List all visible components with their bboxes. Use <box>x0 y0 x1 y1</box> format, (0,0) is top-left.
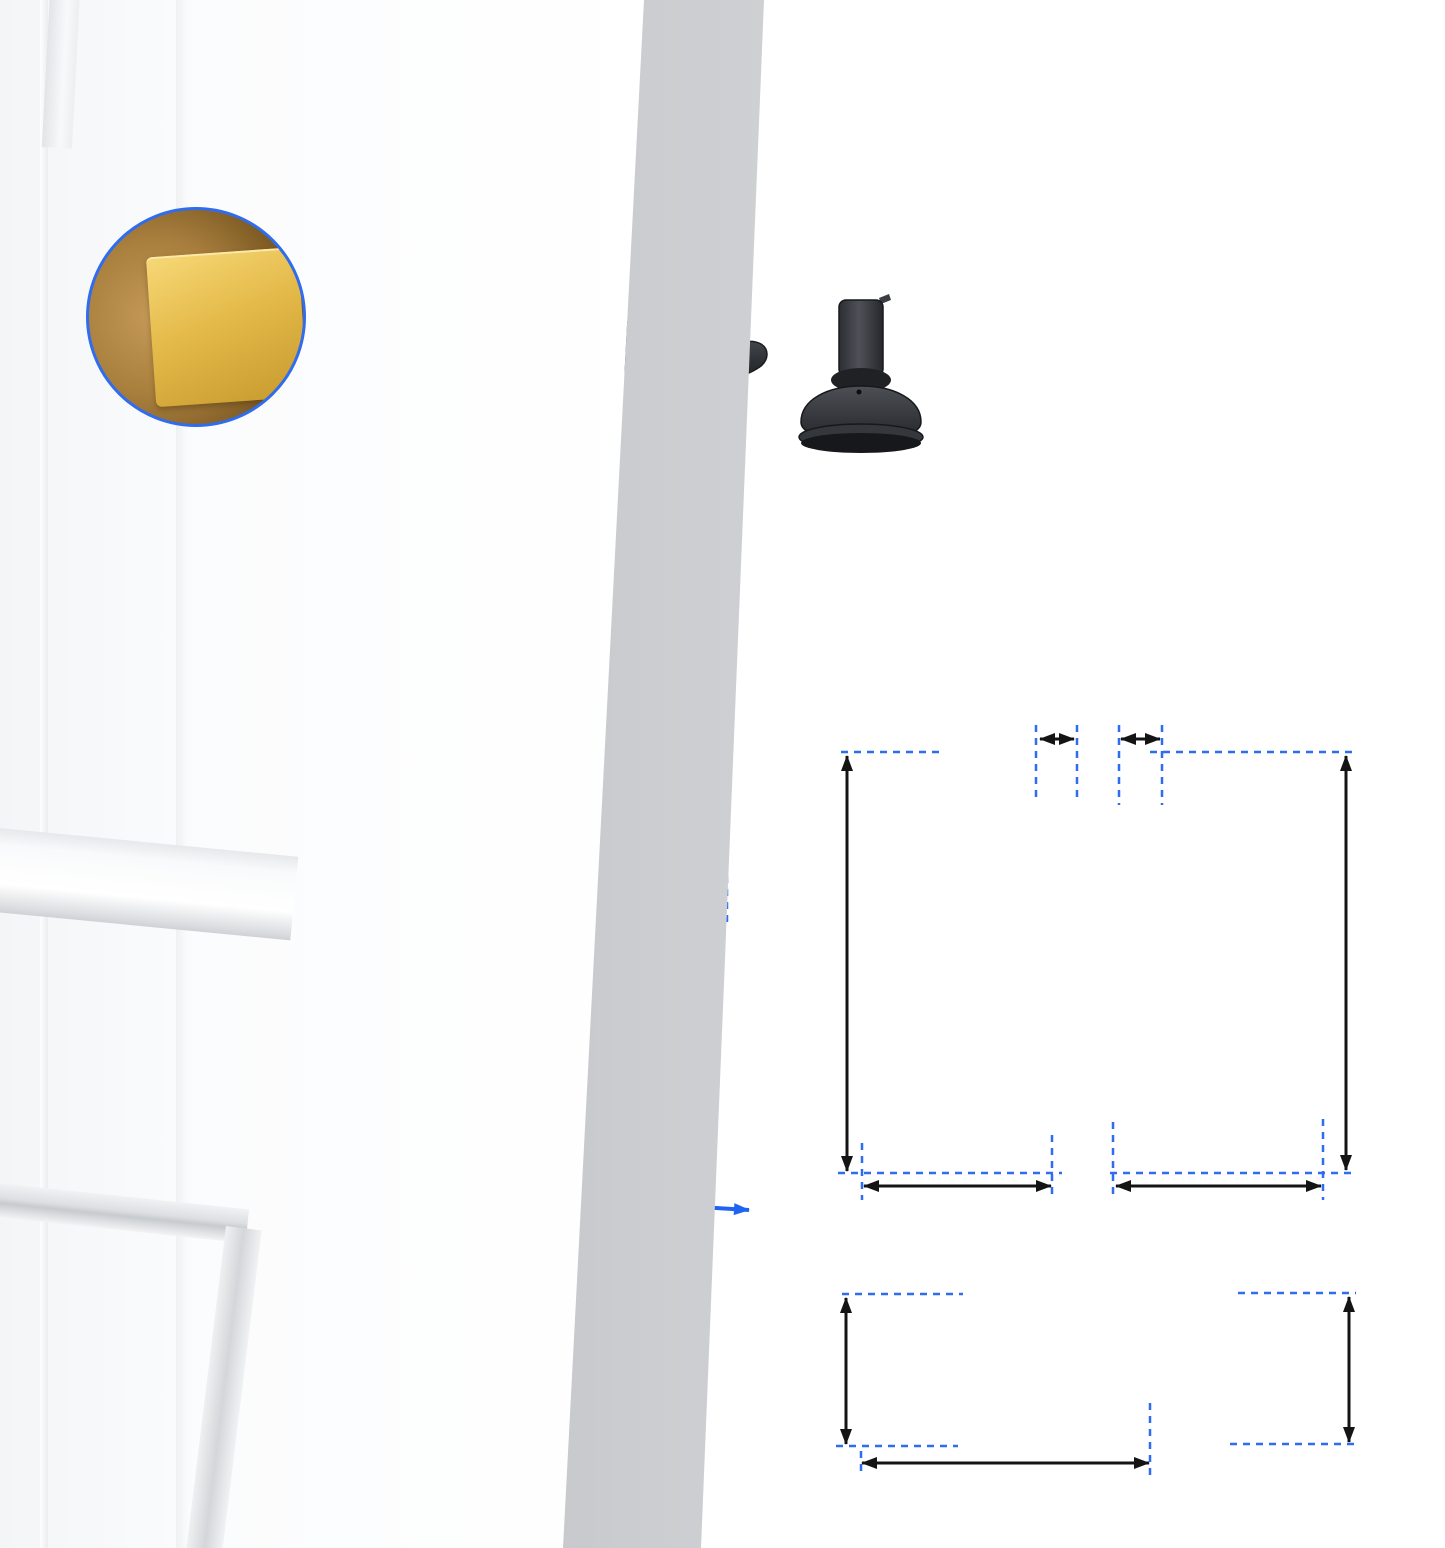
door-molding-bottom-horizontal <box>0 1182 250 1244</box>
knob-base-rim <box>801 433 922 453</box>
door-molding-top-left <box>41 0 81 149</box>
knob-side-view <box>798 294 925 453</box>
latch-closeup-photo: 1up <box>86 207 306 427</box>
blue-dashed-guides <box>634 725 1356 1477</box>
knob-stem <box>838 299 885 377</box>
knob-collar <box>831 368 892 392</box>
door-molding-bottom-vertical <box>184 1226 262 1548</box>
knob-pin <box>879 294 892 304</box>
door-highlight <box>40 0 48 1548</box>
knob-screw-dot <box>856 389 862 395</box>
brass-latch-plate <box>145 246 303 408</box>
